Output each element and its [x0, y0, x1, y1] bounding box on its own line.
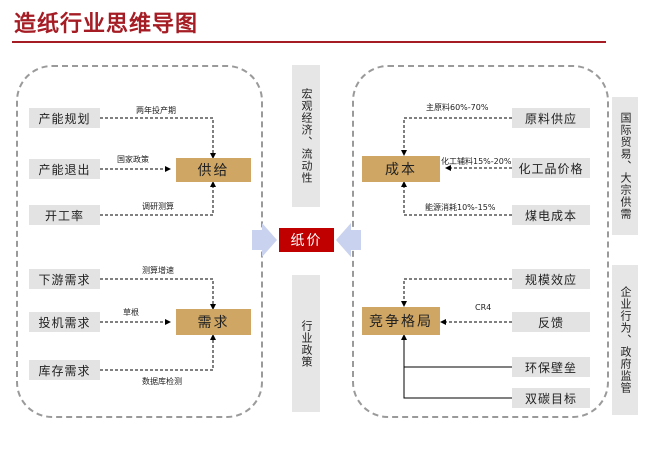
factor-downstream: 下游需求 — [29, 269, 100, 289]
link-scale — [401, 278, 512, 307]
hub-supply: 供给 — [176, 158, 251, 182]
label-cr4: CR4 — [475, 303, 492, 312]
link-coal-power — [401, 181, 512, 216]
factor-chemicals: 化工品价格 — [512, 158, 590, 178]
policy-column: 行业政策 — [292, 275, 320, 412]
factor-feedback: 反馈 — [512, 312, 590, 332]
link-inventory — [100, 334, 216, 371]
link-utilization — [100, 181, 216, 216]
label-research: 调研测算 — [142, 202, 174, 211]
factor-capacity-exit: 产能退出 — [29, 159, 100, 179]
factor-inventory: 库存需求 — [29, 360, 100, 380]
factor-coal-power: 煤电成本 — [512, 205, 590, 225]
factor-carbon: 双碳目标 — [512, 388, 590, 408]
big-arrow-left — [252, 223, 277, 257]
label-policy: 国家政策 — [117, 155, 149, 164]
macro-column: 宏观经济、流动性 — [292, 65, 320, 207]
label-energy: 能源消耗10%-15% — [425, 203, 496, 212]
factor-utilization: 开工率 — [29, 205, 100, 225]
label-growth: 测算增速 — [142, 266, 174, 275]
factor-speculative: 投机需求 — [29, 312, 100, 332]
factor-env-barrier: 环保壁垒 — [512, 357, 590, 377]
link-downstream — [100, 278, 216, 310]
hub-cost: 成本 — [362, 156, 440, 182]
enterprise-column: 企业行为、政府监管 — [612, 265, 638, 415]
title-underline — [12, 41, 606, 43]
hub-competition: 竞争格局 — [362, 307, 440, 335]
big-arrow-right — [336, 223, 361, 257]
label-main-material: 主原料60%-70% — [426, 103, 489, 112]
link-carbon — [401, 334, 512, 399]
trade-column: 国际贸易、大宗供需 — [612, 97, 638, 235]
label-grassroots: 草根 — [123, 308, 139, 317]
factor-capacity-plan: 产能规划 — [29, 108, 100, 128]
link-capacity-plan — [100, 117, 216, 159]
page-title: 造纸行业思维导图 — [14, 12, 199, 37]
link-raw-material — [401, 117, 512, 156]
label-database: 数据库检测 — [142, 377, 182, 386]
center-paper-price: 纸价 — [279, 228, 334, 252]
label-chem-aux: 化工辅料15%-20% — [441, 157, 512, 166]
hub-demand: 需求 — [176, 309, 251, 335]
factor-raw-material: 原料供应 — [512, 108, 590, 128]
factor-scale: 规模效应 — [512, 269, 590, 289]
label-two-year: 两年投产期 — [136, 106, 176, 115]
